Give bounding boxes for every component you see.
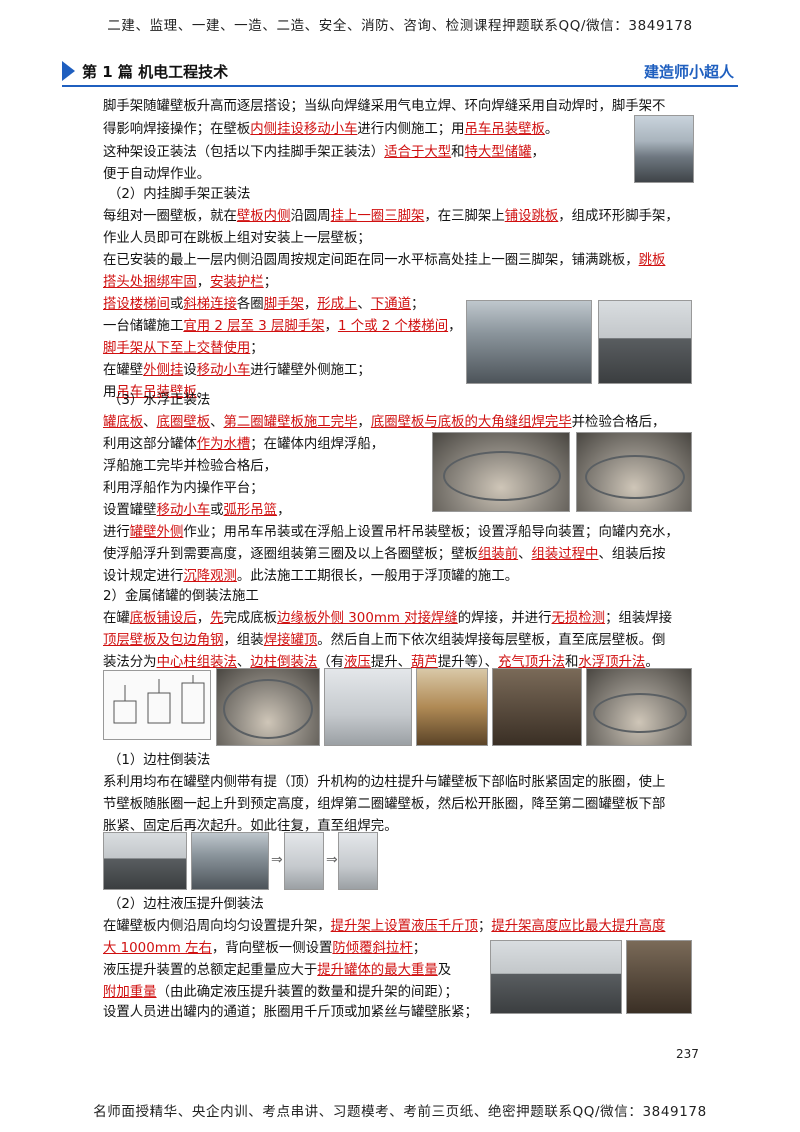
photo-lifting-frame — [492, 668, 582, 746]
text-line: 一台储罐施工宜用 2 层至 3 层脚手架，1 个或 2 个楼梯间， — [103, 319, 462, 334]
photo-floating-roof — [432, 432, 570, 512]
text-line: 使浮船浮升到需要高度，逐圈组装第三圈及以上各圈壁板；壁板组装前、组装过程中、组装… — [103, 547, 666, 562]
text-line: 用吊车吊装壁板。 — [103, 385, 211, 400]
photo-center-column — [416, 668, 488, 746]
text-line: 胀紧、固定后再次起升。如此往复，直至组焊完。 — [103, 819, 398, 834]
text-line: 进行罐壁外侧作业；用吊车吊装或在浮船上设置吊杆吊装壁板；设置浮船导向装置；向罐内… — [103, 525, 679, 540]
photo-stair-tower — [466, 300, 592, 384]
text-line: 设置罐壁移动小车或弧形吊篮， — [103, 503, 291, 518]
text-line: 搭头处捆绑牢固，安装护栏； — [103, 275, 278, 290]
photo-side-column-4 — [338, 832, 378, 890]
text-line: 在罐壁外侧挂设移动小车进行罐壁外侧施工； — [103, 363, 371, 378]
text-line: 装法分为中心柱组装法、边柱倒装法（有液压提升、葫芦提升等）、充气顶升法和水浮顶升… — [103, 655, 659, 670]
text-line: 利用这部分罐体作为水槽；在罐体内组焊浮船， — [103, 437, 385, 452]
text-line: 大 1000mm 左右，背向壁板一侧设置防倾覆斜拉杆； — [103, 941, 427, 956]
photo-hanging-trolley — [598, 300, 692, 384]
brand-name: 建造师小超人 — [643, 63, 734, 81]
text-line: 设置人员进出罐内的通道；胀圈用千斤顶或加紧丝与罐壁胀紧； — [103, 1005, 478, 1020]
text-line: 罐底板、底圈壁板、第二圈罐壁板施工完毕，底圈壁板与底板的大角缝组焊完毕并检验合格… — [103, 415, 666, 430]
photo-side-column-1 — [103, 832, 187, 890]
section-heading: （2）边柱液压提升倒装法 — [108, 897, 264, 912]
text-line: 脚手架从下至上交替使用； — [103, 341, 264, 356]
photo-dome-interior — [324, 668, 412, 746]
page-number: 237 — [676, 1047, 699, 1061]
text-line: 作业人员即可在跳板上组对安装上一层壁板； — [103, 231, 371, 246]
text-line: 利用浮船作为内操作平台； — [103, 481, 264, 496]
text-line: 在罐底板铺设后，先完成底板边缘板外侧 300mm 对接焊缝的焊接，并进行无损检测… — [103, 611, 673, 626]
photo-hydraulic-jack — [626, 940, 692, 1014]
section-heading: （1）边柱倒装法 — [108, 753, 211, 768]
chapter-arrow-icon — [62, 61, 75, 81]
text-line: 脚手架随罐壁板升高而逐层搭设；当纵向焊缝采用气电立焊、环向焊缝采用自动焊时，脚手… — [103, 99, 666, 114]
arrow-right-icon: ⇒ — [326, 852, 338, 868]
photo-scaffold-tank — [634, 115, 694, 183]
text-line: 节壁板随胀圈一起上升到预定高度，组焊第二圈罐壁板，然后松开胀圈，降至第二圈罐壁板… — [103, 797, 666, 812]
text-line: 得影响焊接操作；在壁板内侧挂设移动小车进行内侧施工；用吊车吊装壁板。 — [103, 122, 559, 137]
text-line: 顶层壁板及包边角钢，组装焊接罐顶。然后自上而下依次组装焊接每层壁板，直至底层壁板… — [103, 633, 666, 648]
text-line: 每组对一圈壁板，就在壁板内侧沿圆周挂上一圈三脚架，在三脚架上铺设跳板，组成环形脚… — [103, 209, 679, 224]
photo-hydraulic-lift — [490, 940, 622, 1014]
chapter-title: 第 1 篇 机电工程技术 — [82, 63, 229, 81]
header-rule — [62, 85, 738, 87]
photo-side-column-2 — [191, 832, 269, 890]
inverted-method-sketch — [113, 675, 205, 724]
text-line: 在已安装的最上一层内侧沿圆周按规定间距在同一水平标高处挂上一圈三脚架，铺满跳板，… — [103, 253, 666, 268]
section-heading: （3）水浮正装法 — [108, 393, 211, 408]
photo-tank-ring — [586, 668, 692, 746]
text-line: 系利用均布在罐壁内侧带有提（顶）升机构的边柱提升与罐壁板下部临时胀紧固定的胀圈，… — [103, 775, 666, 790]
text-line: 搭设楼梯间或斜梯连接各圈脚手架，形成上、下通道； — [103, 297, 425, 312]
text-line: 附加重量（由此确定液压提升装置的数量和提升架的间距）； — [103, 985, 458, 1000]
text-line: 设计规定进行沉降观测。此法施工工期很长，一般用于浮顶罐的施工。 — [103, 569, 519, 584]
text-line: 这种架设正装法（包括以下内挂脚手架正装法）适合于大型和特大型储罐， — [103, 145, 545, 160]
text-line: 液压提升装置的总额定起重量应大于提升罐体的最大重量及 — [103, 963, 452, 978]
diagram-inverted-method — [103, 670, 211, 740]
text-line: 在罐壁板内侧沿周向均匀设置提升架，提升架上设置液压千斤顶；提升架高度应比最大提升… — [103, 919, 666, 934]
chapter-header: 第 1 篇 机电工程技术 建造师小超人 — [62, 58, 738, 87]
top-banner: 二建、监理、一建、一造、二造、安全、消防、咨询、检测课程押题联系QQ/微信：38… — [107, 18, 693, 34]
photo-tank-shell — [576, 432, 692, 512]
photo-tank-floor — [216, 668, 320, 746]
section-heading: 2）金属储罐的倒装法施工 — [103, 589, 259, 604]
photo-side-column-3 — [284, 832, 324, 890]
bottom-banner: 名师面授精华、央企内训、考点串讲、习题模考、考前三页纸、绝密押题联系QQ/微信：… — [93, 1104, 707, 1120]
text-line: 便于自动焊作业。 — [103, 167, 211, 182]
section-heading: （2）内挂脚手架正装法 — [108, 187, 251, 202]
text-line: 浮船施工完毕并检验合格后， — [103, 459, 278, 474]
arrow-right-icon: ⇒ — [271, 852, 283, 868]
